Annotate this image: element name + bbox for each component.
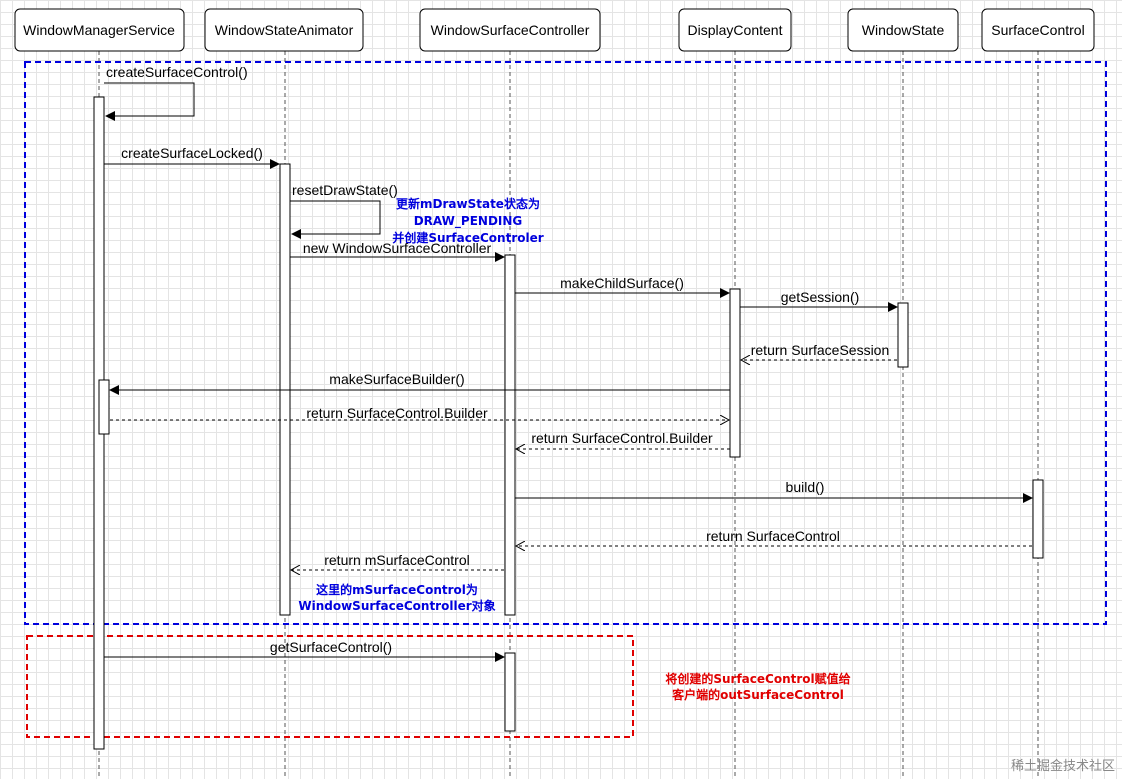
participant-wsc[interactable]: WindowSurfaceController <box>419 8 601 52</box>
note-reset-draw-state: 更新mDrawState状态为 DRAW_PENDING 并创建SurfaceC… <box>392 196 543 245</box>
activation-sc <box>1032 479 1044 559</box>
svg-text:makeSurfaceBuilder(): makeSurfaceBuilder() <box>329 371 464 387</box>
msg-return-builder-to-wsc: return SurfaceControl.Builder <box>516 430 730 449</box>
svg-text:createSurfaceControl(): createSurfaceControl() <box>106 64 248 80</box>
svg-text:getSession(): getSession() <box>781 289 860 305</box>
svg-text:WindowManagerService: WindowManagerService <box>23 22 175 38</box>
msg-build: build() <box>515 479 1033 503</box>
svg-text:return SurfaceControl.Builder: return SurfaceControl.Builder <box>306 405 488 421</box>
msg-return-builder-to-dc: return SurfaceControl.Builder <box>110 405 729 421</box>
note-msurface-control: 这里的mSurfaceControl为 WindowSurfaceControl… <box>298 582 495 613</box>
activation-wsc <box>504 254 516 616</box>
participant-dc[interactable]: DisplayContent <box>678 8 792 52</box>
svg-text:这里的mSurfaceControl为: 这里的mSurfaceControl为 <box>316 582 478 597</box>
msg-return-msurface-control: return mSurfaceControl <box>291 552 504 570</box>
svg-text:return SurfaceControl: return SurfaceControl <box>706 528 840 544</box>
svg-text:return SurfaceSession: return SurfaceSession <box>751 342 890 358</box>
svg-text:SurfaceControl: SurfaceControl <box>991 22 1084 38</box>
secondary-frame <box>26 635 634 738</box>
participant-ws[interactable]: WindowState <box>847 8 959 52</box>
msg-get-session: getSession() <box>740 289 898 312</box>
participant-wsa[interactable]: WindowStateAnimator <box>204 8 364 52</box>
svg-text:WindowStateAnimator: WindowStateAnimator <box>215 22 354 38</box>
svg-text:return SurfaceControl.Builder: return SurfaceControl.Builder <box>531 430 713 446</box>
svg-text:WindowState: WindowState <box>862 22 945 38</box>
msg-new-window-surface-controller: new WindowSurfaceController <box>290 240 505 262</box>
activation-wsc-get <box>504 652 516 732</box>
activation-wms-builder <box>98 379 110 435</box>
msg-make-surface-builder: makeSurfaceBuilder() <box>109 371 730 395</box>
svg-text:resetDrawState(): resetDrawState() <box>292 182 398 198</box>
activation-dc <box>729 288 741 458</box>
msg-reset-draw-state: resetDrawState() <box>290 182 398 239</box>
svg-text:DRAW_PENDING: DRAW_PENDING <box>414 214 523 229</box>
msg-make-child-surface: makeChildSurface() <box>515 275 730 298</box>
msg-create-surface-locked: createSurfaceLocked() <box>104 145 280 169</box>
svg-text:DisplayContent: DisplayContent <box>688 22 783 38</box>
msg-get-surface-control: getSurfaceControl() <box>104 639 505 662</box>
participant-wms[interactable]: WindowManagerService <box>14 8 185 52</box>
activation-ws <box>897 302 909 368</box>
watermark: 稀土掘金技术社区 <box>1011 758 1115 774</box>
svg-text:并创建SurfaceControler: 并创建SurfaceControler <box>392 230 543 245</box>
msg-return-surface-control: return SurfaceControl <box>516 528 1032 546</box>
svg-text:createSurfaceLocked(): createSurfaceLocked() <box>121 145 263 161</box>
svg-text:客户端的outSurfaceControl: 客户端的outSurfaceControl <box>671 687 844 702</box>
svg-text:WindowSurfaceController: WindowSurfaceController <box>431 22 590 38</box>
svg-text:WindowSurfaceController对象: WindowSurfaceController对象 <box>298 598 495 613</box>
main-frame <box>24 61 1107 625</box>
participant-sc[interactable]: SurfaceControl <box>981 8 1095 52</box>
svg-text:makeChildSurface(): makeChildSurface() <box>560 275 684 291</box>
svg-text:getSurfaceControl(): getSurfaceControl() <box>270 639 392 655</box>
msg-create-surface-control: createSurfaceControl() <box>104 64 248 121</box>
svg-text:将创建的SurfaceControl赋值给: 将创建的SurfaceControl赋值给 <box>665 671 850 686</box>
svg-text:build(): build() <box>786 479 825 495</box>
msg-return-surface-session: return SurfaceSession <box>741 342 897 360</box>
svg-text:return mSurfaceControl: return mSurfaceControl <box>324 552 470 568</box>
svg-text:new WindowSurfaceController: new WindowSurfaceController <box>303 240 492 256</box>
svg-text:更新mDrawState状态为: 更新mDrawState状态为 <box>396 196 540 211</box>
note-assign-out-surface-control: 将创建的SurfaceControl赋值给 客户端的outSurfaceCont… <box>665 671 850 702</box>
